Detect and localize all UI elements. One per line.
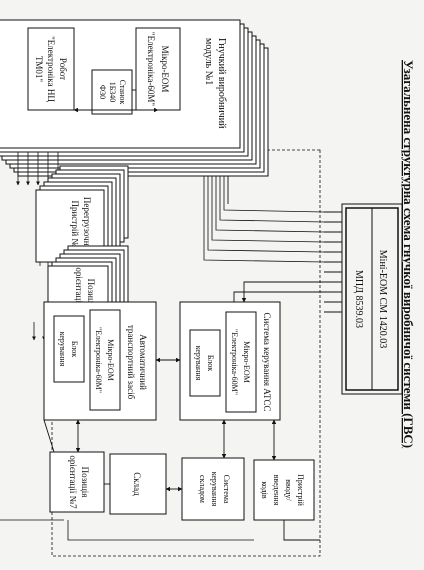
- diagram-title: Узагальнена структурна схема гнучкої вир…: [401, 60, 416, 448]
- svg-text:орієнтації №7: орієнтації №7: [68, 455, 78, 509]
- svg-text:"Електроніка-60М": "Електроніка-60М": [230, 329, 239, 395]
- svg-text:Мікро-ЕОМ: Мікро-ЕОМ: [160, 46, 170, 93]
- svg-text:Автоматичний: Автоматичний: [138, 334, 148, 390]
- svg-text:керування: керування: [194, 346, 203, 381]
- svg-text:"Електроніка НЦ: "Електроніка НЦ: [46, 36, 56, 102]
- mini-computer-block: Міні-ЕОМ СМ 1420.03 МПД 8539.03: [324, 203, 403, 395]
- svg-text:Позиція: Позиція: [80, 467, 90, 498]
- svg-text:Склад: Склад: [132, 472, 142, 496]
- svg-text:Система керування АТСС: Система керування АТСС: [262, 312, 272, 411]
- svg-text:Система: Система: [222, 475, 231, 504]
- svg-text:керування: керування: [58, 332, 67, 367]
- diagram-rotated-group: Узагальнена структурна схема гнучкої вир…: [0, 19, 416, 557]
- svg-text:"Електроніка-60М": "Електроніка-60М": [146, 32, 156, 107]
- svg-text:Ф30: Ф30: [98, 85, 107, 99]
- svg-text:складом: складом: [198, 475, 207, 503]
- unloader-stack: [35, 165, 129, 263]
- svg-text:Робот: Робот: [58, 58, 68, 80]
- svg-text:транспортний засіб: транспортний засіб: [126, 325, 136, 400]
- machine-block: Станок 1Б340 Ф30: [91, 69, 133, 115]
- svg-text:Блок: Блок: [70, 341, 79, 357]
- svg-text:Станок: Станок: [118, 80, 127, 105]
- warehouse-control-block: Система керування складом: [181, 457, 245, 521]
- svg-text:керування: керування: [210, 472, 219, 507]
- svg-text:введення: введення: [272, 475, 281, 506]
- gvm-label-line2: модуль №1: [203, 38, 214, 85]
- svg-text:вводу/: вводу/: [284, 479, 293, 501]
- orientation1-label-line2: орієнтації №1: [74, 267, 84, 320]
- orientation1-label-line1: Позиція: [86, 279, 96, 310]
- unloader-label-line1: Перегрузочний: [82, 197, 92, 255]
- svg-text:1Б340: 1Б340: [108, 82, 117, 103]
- gvm-label-line1: Гнучкий виробничий: [216, 38, 227, 129]
- warehouse-block: Склад: [109, 453, 167, 515]
- atss-control-block: Система керування АТСС Мікро-ЕОМ "Електр…: [179, 301, 281, 421]
- code-input-device-block: Пристрій вводу/ введення кодів: [253, 459, 315, 521]
- svg-text:"Електроніка-60М": "Електроніка-60М": [94, 327, 103, 393]
- mini-computer-label: Міні-ЕОМ СМ 1420.03: [377, 250, 388, 348]
- svg-text:Пристрій: Пристрій: [296, 474, 305, 506]
- svg-text:Блок: Блок: [206, 355, 215, 371]
- gvm-micro-eom-block: Мікро-ЕОМ "Електроніка-60М": [135, 27, 181, 111]
- robot-block: Робот "Електроніка НЦ ТМ01": [27, 27, 75, 111]
- automatic-transport-block: Автоматичний транспортний засіб Мікро-ЕО…: [43, 301, 157, 421]
- svg-text:Мікро-ЕОМ: Мікро-ЕОМ: [242, 341, 251, 383]
- unloader-label-line2: Пристрій №1: [70, 200, 80, 251]
- svg-text:ТМ01": ТМ01": [34, 56, 44, 82]
- svg-text:Мікро-ЕОМ: Мікро-ЕОМ: [106, 339, 115, 381]
- mpd-label: МПД 8539.03: [353, 270, 364, 328]
- svg-text:кодів: кодів: [260, 481, 269, 499]
- orientation-7-block: Позиція орієнтації №7: [49, 451, 105, 513]
